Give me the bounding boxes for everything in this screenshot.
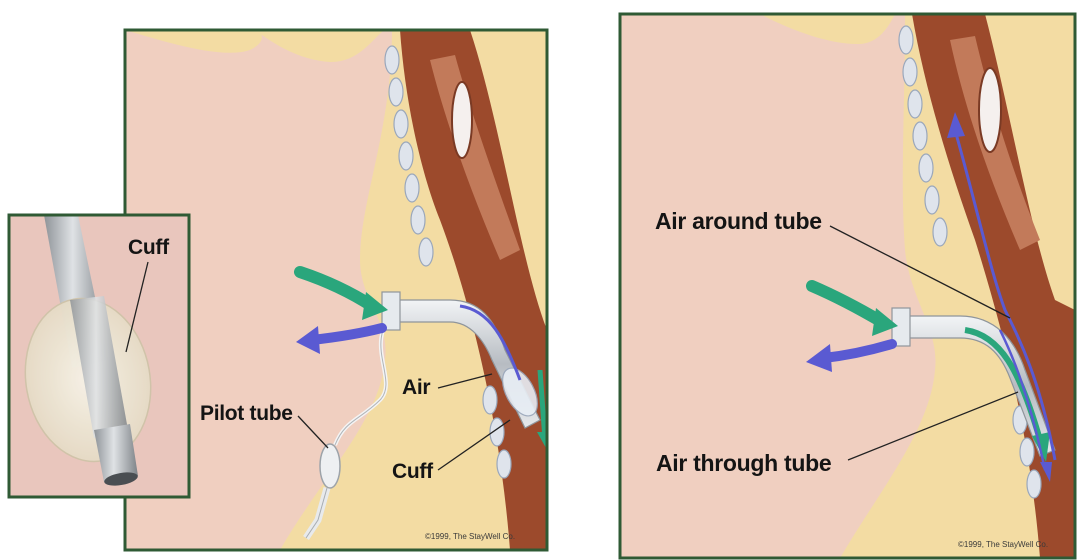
label-air: Air	[402, 376, 430, 400]
left-copyright: ©1999, The StayWell Co.	[425, 532, 515, 541]
label-air-through-tube: Air through tube	[656, 450, 831, 477]
inset-label-cuff: Cuff	[128, 236, 169, 260]
label-cuff: Cuff	[392, 460, 433, 484]
label-air-around-tube: Air around tube	[655, 208, 822, 235]
left-airway-lumen	[452, 82, 472, 158]
pilot-balloon	[320, 444, 340, 488]
right-copyright: ©1999, The StayWell Co.	[958, 540, 1048, 549]
right-airway-lumen	[979, 68, 1001, 152]
label-pilot-tube: Pilot tube	[200, 402, 293, 426]
